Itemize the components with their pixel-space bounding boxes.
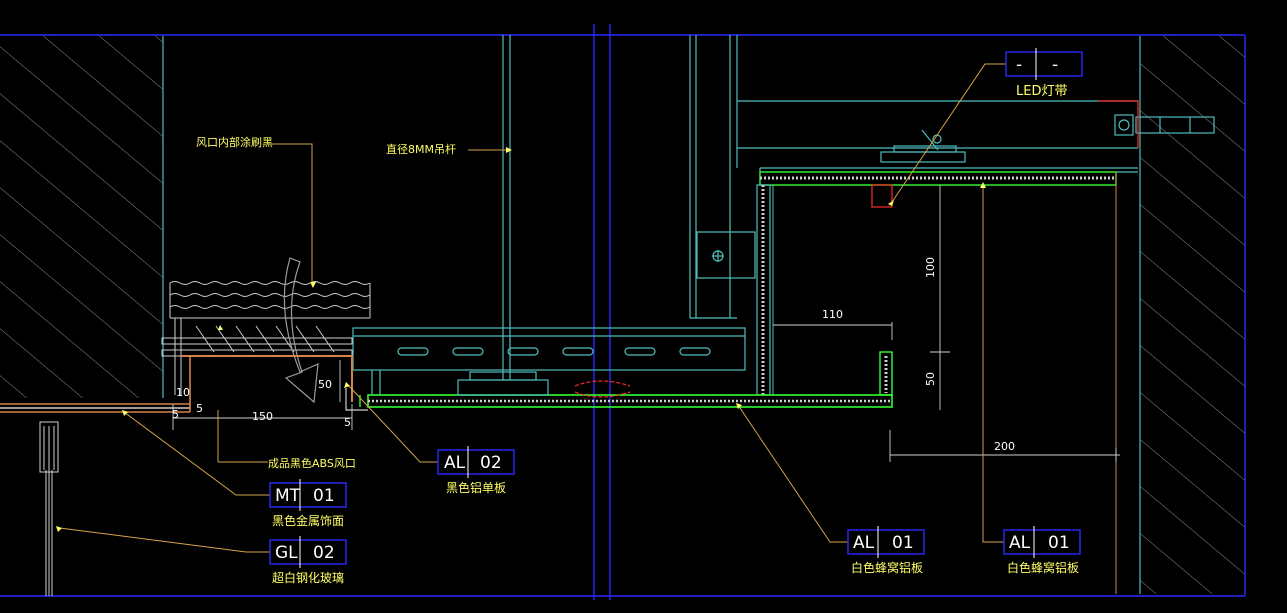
bottom-ceiling-panel [359,394,893,408]
tag-gl02-desc: 超白钢化玻璃 [272,570,344,585]
tag-al02-desc: 黑色铝单板 [446,480,506,495]
hanging-rod [502,35,511,380]
dim-5c: 5 [344,416,351,429]
dim-110: 110 [822,308,843,321]
tag-dividers [299,48,1037,568]
tag-gl02-num: 02 [313,543,335,563]
right-wall-hatch [1140,36,1245,594]
callout-led-strip: LED灯带 [1016,84,1067,99]
tag-mt01-code: MT [275,486,301,506]
tag-mt01-desc: 黑色金属饰面 [272,513,344,528]
anchor-bolt [1114,114,1215,136]
glass-panel [39,421,59,596]
dim-50b: 50 [924,372,937,386]
tag-al01a-code: AL [853,533,875,553]
left-wall-hatch [0,36,163,398]
dimension-lines [172,185,1120,462]
leader-arrows [56,147,986,532]
tag-al01b-num: 01 [1048,533,1070,553]
break-mark [574,380,631,398]
callout-rod: 直径8MM吊杆 [386,142,456,156]
honeycomb-return [879,351,893,396]
dim-50a: 50 [318,378,332,391]
leader-lines [59,63,1006,553]
honeycomb-panel-side [756,184,771,396]
tag-mt01-num: 01 [313,486,335,506]
tag-al01a-desc: 白色蜂窝铝板 [851,560,923,575]
callout-vent-interior: 风口内部涂刷黑 [196,135,273,149]
tag-al01b-code: AL [1009,533,1031,553]
tag-al01b-desc: 白色蜂窝铝板 [1007,560,1079,575]
dim-100: 100 [924,257,937,278]
led-strip-marker [871,184,893,208]
airflow-arrow [283,257,319,404]
tag-al02-code: AL [444,453,466,473]
red-bracket [1098,100,1139,148]
hanger-bracket [759,129,1138,173]
dim-150: 150 [252,410,273,423]
dim-200: 200 [994,440,1015,453]
vent-profile [0,355,368,413]
tag-gl02-code: GL [275,543,298,563]
abs-vent [169,281,371,395]
dim-5b: 5 [196,402,203,415]
dim-5a: 5 [172,408,179,421]
tag-led-code: - [1016,55,1022,75]
vent-louvers [161,325,353,357]
tag-al02-num: 02 [480,453,502,473]
steel-channel [689,35,1138,319]
drawing-frame [0,24,1246,600]
tag-led-num: - [1052,55,1058,75]
tag-al01a-num: 01 [892,533,914,553]
tag-boxes [269,51,1083,565]
callout-abs-vent: 成品黑色ABS风口 [268,456,356,470]
dim-10: 10 [176,386,190,399]
slotted-channel [352,327,746,396]
honeycomb-panel-top [759,171,1117,186]
